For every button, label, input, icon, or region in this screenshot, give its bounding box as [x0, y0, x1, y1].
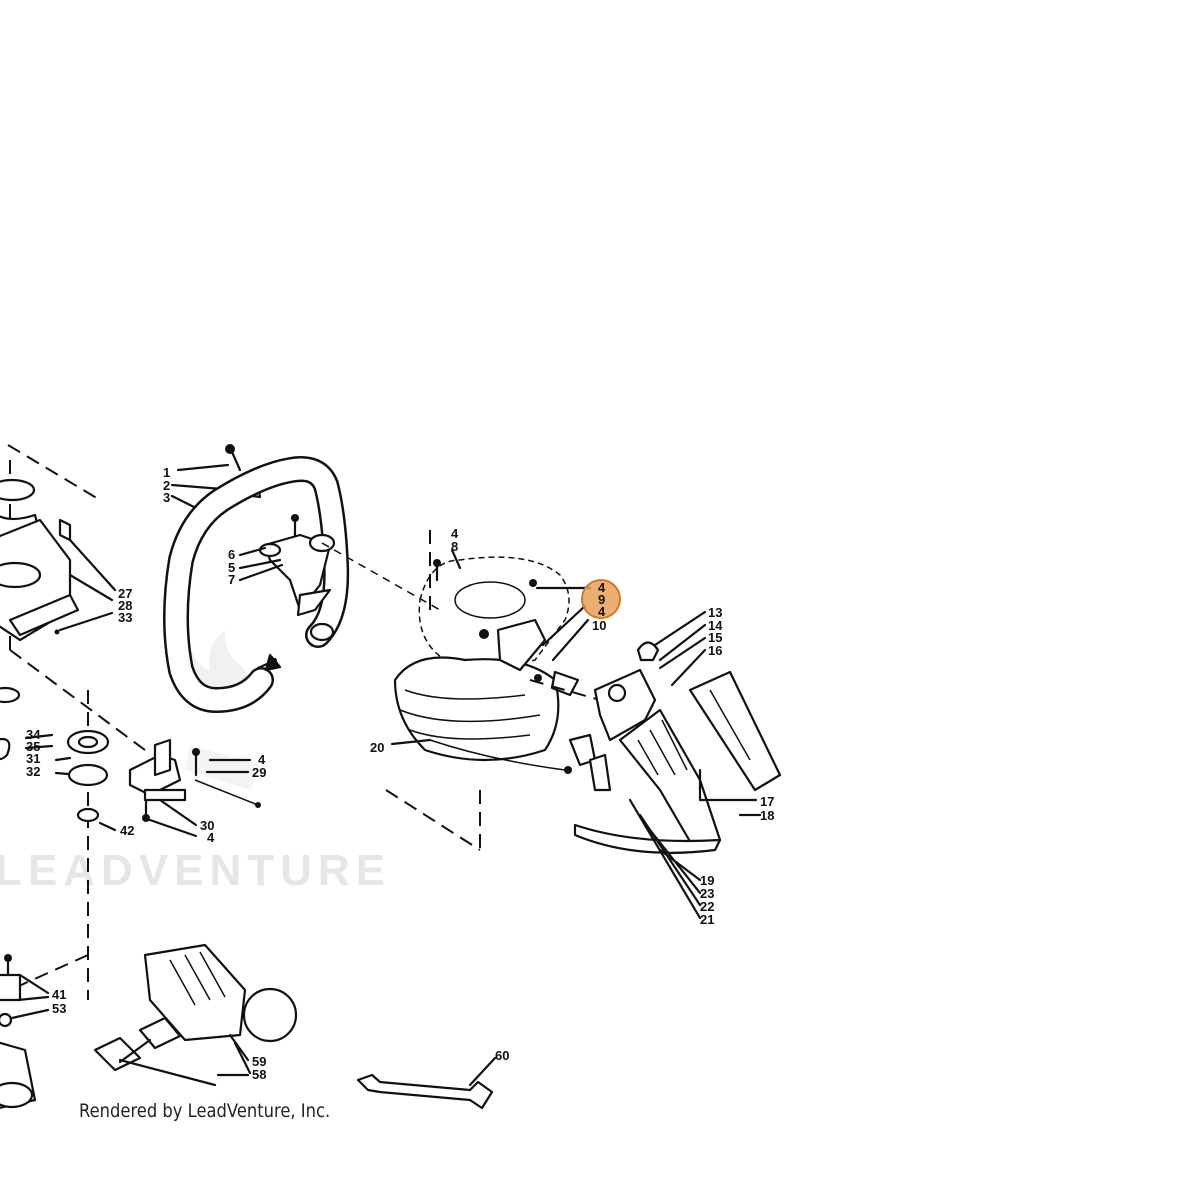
callout-9[interactable]: 9 [598, 592, 605, 607]
watermark-text: LEADVENTURE [0, 846, 391, 895]
callout-42[interactable]: 42 [120, 823, 134, 838]
handlebar-assembly [163, 444, 441, 714]
callout-16[interactable]: 16 [708, 643, 722, 658]
callout-labels: 1 2 3 4 8 4 9 4 10 6 5 7 A 27 28 33 13 1… [26, 465, 774, 1082]
callout-22[interactable]: 22 [700, 899, 714, 914]
left-small-parts [0, 649, 146, 1000]
callout-23[interactable]: 23 [700, 886, 714, 901]
callout-2[interactable]: 2 [163, 478, 170, 493]
callout-8[interactable]: 8 [451, 539, 458, 554]
bracket-assembly [128, 738, 261, 838]
callout-60[interactable]: 60 [495, 1048, 509, 1063]
callout-a[interactable]: A [270, 655, 280, 670]
callout-3[interactable]: 3 [163, 490, 170, 505]
callout-34[interactable]: 34 [26, 727, 41, 742]
callout-1[interactable]: 1 [163, 465, 170, 480]
callout-6[interactable]: 6 [228, 547, 235, 562]
callout-4[interactable]: 4 [451, 526, 459, 541]
callout-19[interactable]: 19 [700, 873, 714, 888]
callout-53[interactable]: 53 [52, 1001, 66, 1016]
callout-10[interactable]: 10 [592, 618, 606, 633]
callout-4[interactable]: 4 [598, 604, 606, 619]
callout-29[interactable]: 29 [252, 765, 266, 780]
callout-14[interactable]: 14 [708, 618, 723, 633]
engine-assembly [385, 530, 601, 851]
callout-33[interactable]: 33 [118, 610, 132, 625]
callout-35[interactable]: 35 [26, 739, 40, 754]
callout-32[interactable]: 32 [26, 764, 40, 779]
callout-17[interactable]: 17 [760, 794, 774, 809]
callout-20[interactable]: 20 [370, 740, 384, 755]
callout-7[interactable]: 7 [228, 572, 235, 587]
callout-15[interactable]: 15 [708, 630, 722, 645]
rear-handle-assembly [568, 610, 782, 920]
callout-27[interactable]: 27 [118, 586, 132, 601]
callout-4[interactable]: 4 [258, 752, 266, 767]
callout-59[interactable]: 59 [252, 1054, 266, 1069]
tools-group [93, 943, 497, 1110]
callout-5[interactable]: 5 [228, 560, 235, 575]
bottom-left-parts [0, 954, 50, 1109]
callout-21[interactable]: 21 [700, 912, 714, 927]
callout-58[interactable]: 58 [252, 1067, 266, 1082]
callout-30[interactable]: 30 [200, 818, 214, 833]
callout-28[interactable]: 28 [118, 598, 132, 613]
callout-4[interactable]: 4 [207, 830, 215, 845]
footer-credit: Rendered by LeadVenture, Inc. [79, 1100, 331, 1122]
callout-13[interactable]: 13 [708, 605, 722, 620]
callout-18[interactable]: 18 [760, 808, 774, 823]
highlight-marker[interactable] [581, 579, 621, 619]
left-housing-assembly [0, 444, 117, 650]
callout-31[interactable]: 31 [26, 751, 40, 766]
callout-41[interactable]: 41 [52, 987, 66, 1002]
callout-4[interactable]: 4 [598, 580, 606, 595]
